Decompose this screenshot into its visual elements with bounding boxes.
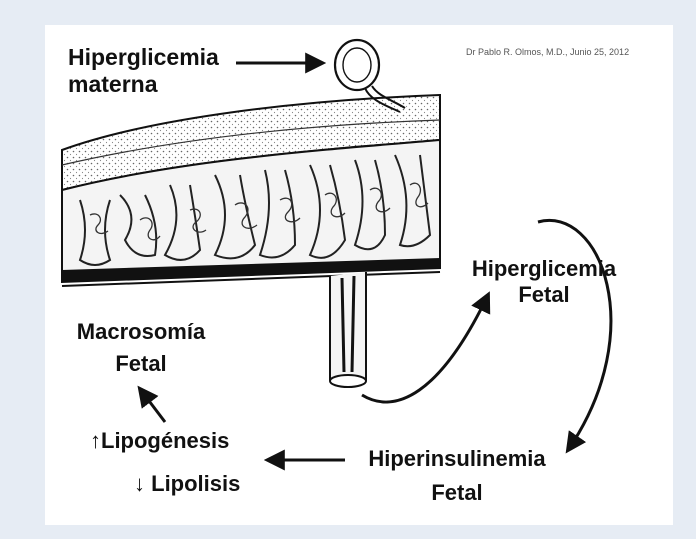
label-fetal-hyperinsulinemia-line1: Hiperinsulinemia	[352, 446, 562, 472]
down-arrow-icon: ↓	[134, 471, 145, 496]
label-fetal-hyperglycemia-line1: Hiperglicemia	[464, 256, 624, 282]
umbilical-cord	[330, 272, 366, 386]
label-maternal-hyperglycemia-line2: materna	[68, 71, 219, 98]
arrow-hyperglycemia-to-hyperinsulinemia	[538, 220, 611, 450]
arrow-lipogenesis-to-macrosomia	[140, 389, 165, 422]
label-fetal-macrosomia-line1: Macrosomía	[66, 319, 216, 345]
label-maternal-hyperglycemia: Hiperglicemia materna	[68, 44, 219, 98]
label-fetal-hyperinsulinemia: Hiperinsulinemia Fetal	[352, 446, 562, 506]
up-arrow-icon: ↑	[90, 428, 101, 453]
lipolysis-text: Lipolisis	[151, 471, 240, 496]
label-fetal-hyperglycemia: Hiperglicemia Fetal	[464, 256, 624, 308]
label-fetal-macrosomia: Macrosomía Fetal	[66, 319, 216, 377]
label-fetal-hyperinsulinemia-line2: Fetal	[352, 480, 562, 506]
label-lipolysis: ↓ Lipolisis	[134, 471, 240, 497]
label-fetal-hyperglycemia-line2: Fetal	[464, 282, 624, 308]
lipogenesis-text: Lipogénesis	[101, 428, 229, 453]
label-fetal-macrosomia-line2: Fetal	[66, 351, 216, 377]
author-credit: Dr Pablo R. Olmos, M.D., Junio 25, 2012	[466, 47, 629, 57]
arrow-cord-to-fetal-hyperglycemia	[362, 295, 488, 402]
label-maternal-hyperglycemia-line1: Hiperglicemia	[68, 44, 219, 71]
label-lipogenesis: ↑Lipogénesis	[90, 428, 229, 454]
